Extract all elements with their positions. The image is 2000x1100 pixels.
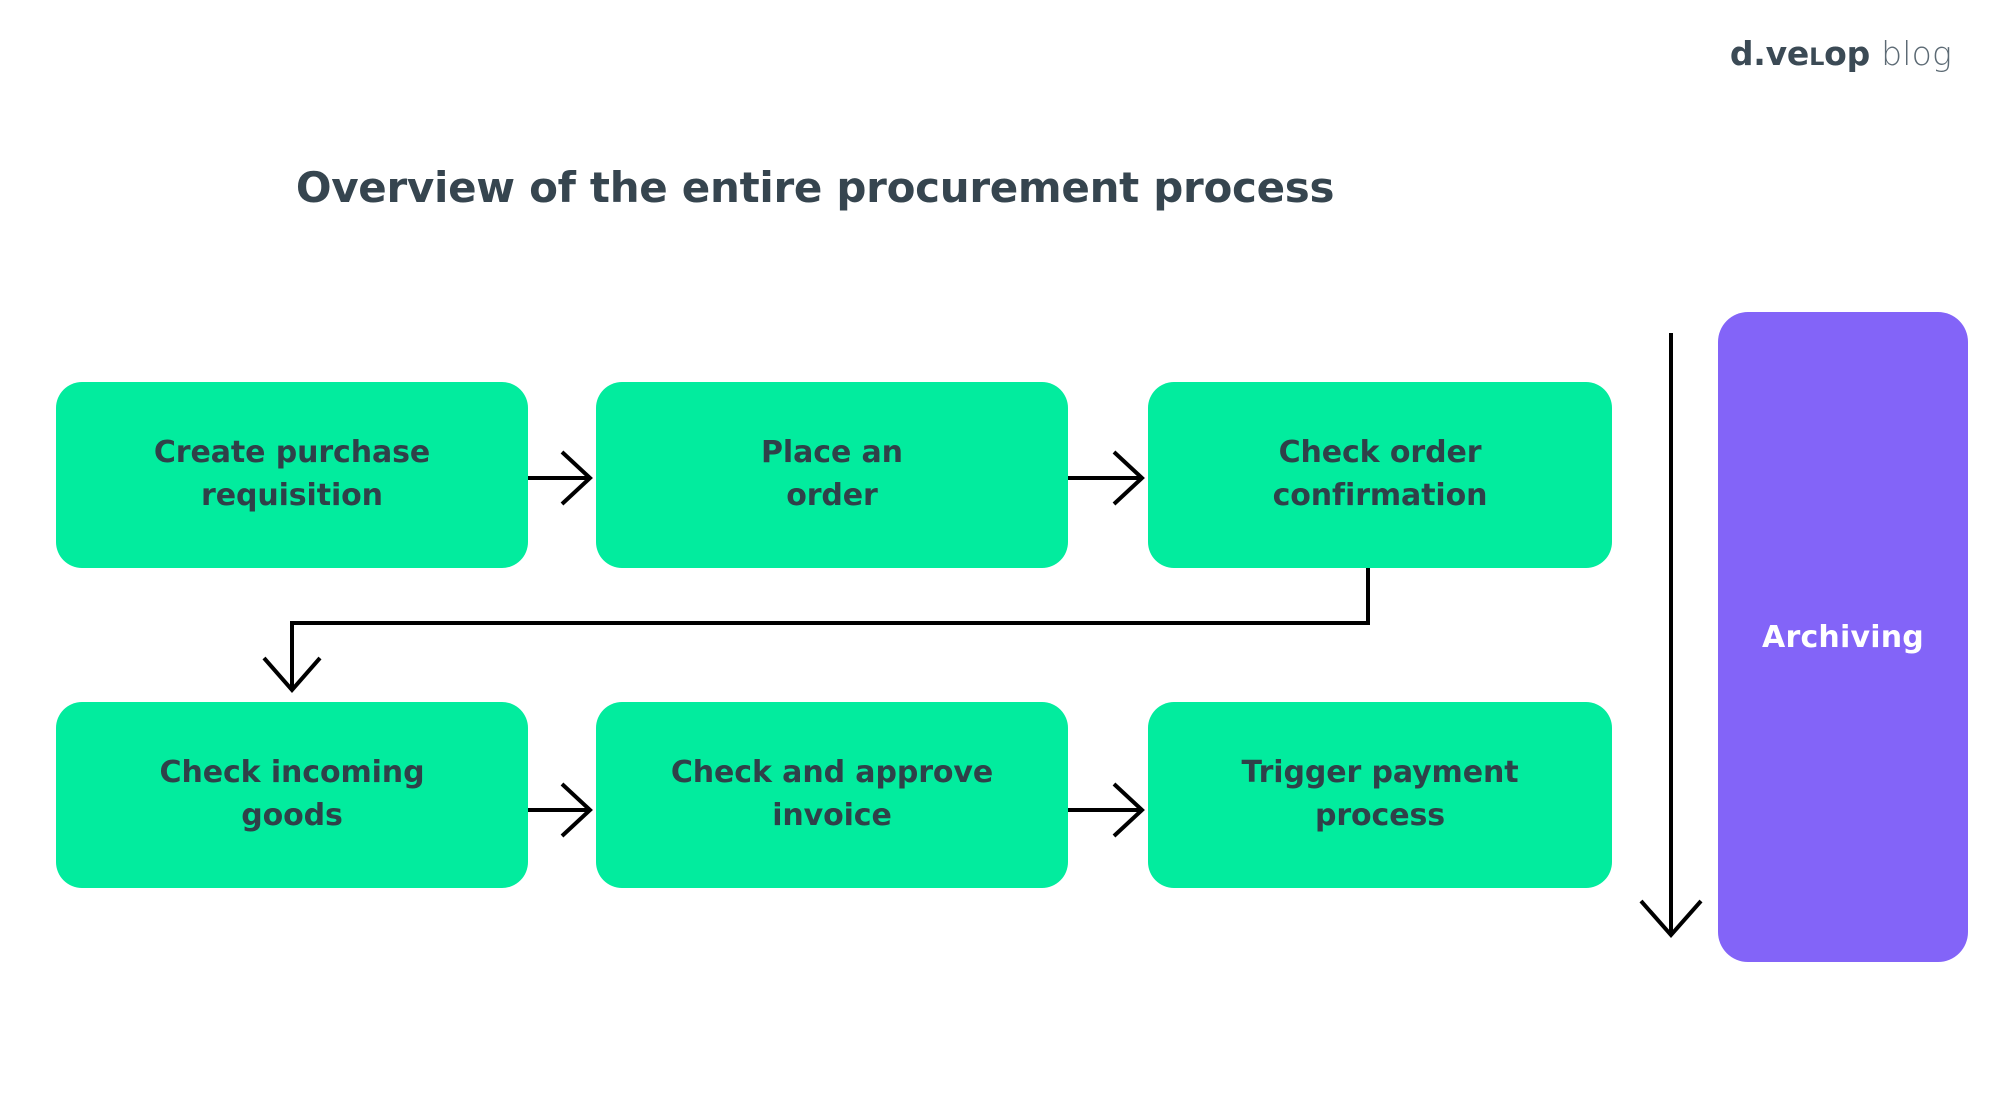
process-node-archiving[interactable]: Archiving (1718, 312, 1968, 962)
arrow-goods-to-invoice (528, 782, 593, 838)
process-node-trigger-payment-process[interactable]: Trigger payment process (1148, 702, 1612, 888)
node-label: Check and approve invoice (670, 755, 994, 833)
process-node-check-order-confirmation[interactable]: Check order confirmation (1148, 382, 1612, 568)
node-label: Check incoming goods (159, 755, 425, 833)
arrow-process-to-archiving (1639, 333, 1703, 939)
node-label: Check order confirmation (1272, 435, 1488, 513)
arrow-order-to-confirmation (1068, 450, 1145, 506)
node-label: Trigger payment process (1241, 755, 1519, 833)
node-label: Create purchase requisition (153, 435, 431, 513)
arrow-invoice-to-payment (1068, 782, 1145, 838)
arrow-requisition-to-order (528, 450, 593, 506)
process-node-check-and-approve-invoice[interactable]: Check and approve invoice (596, 702, 1068, 888)
process-node-place-an-order[interactable]: Place an order (596, 382, 1068, 568)
brand-mark-part2: op (1824, 34, 1871, 73)
brand-mark-part1: d.ve (1729, 34, 1810, 73)
brand-word-blog: blog (1881, 34, 1952, 73)
node-label: Place an order (761, 435, 903, 513)
page-title: Overview of the entire procurement proce… (295, 163, 1335, 212)
process-node-create-purchase-requisition[interactable]: Create purchase requisition (56, 382, 528, 568)
process-node-check-incoming-goods[interactable]: Check incoming goods (56, 702, 528, 888)
elbow-confirmation-to-goods (262, 568, 1370, 694)
node-label: Archiving (1762, 619, 1924, 655)
brand-mark-small-l: L (1809, 42, 1825, 71)
